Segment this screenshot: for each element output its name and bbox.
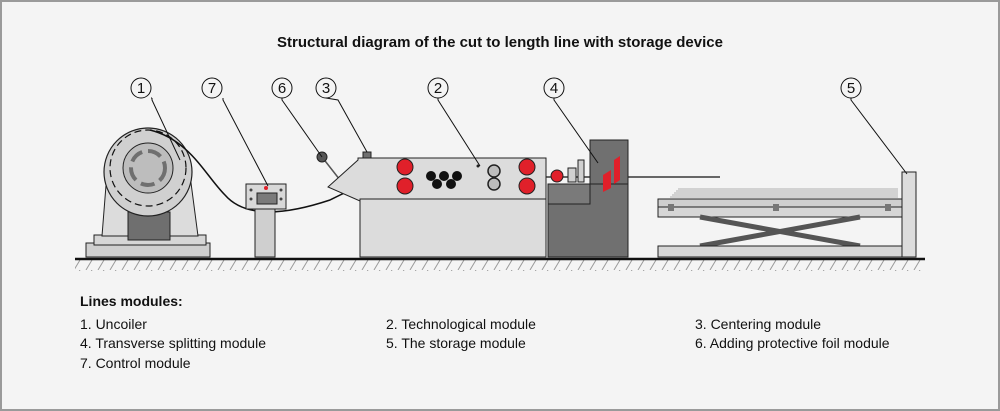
callout-6: 6 [271, 77, 293, 99]
callout-4: 4 [543, 77, 565, 99]
svg-text:1: 1 [137, 80, 145, 97]
legend-heading: Lines modules: [80, 293, 183, 309]
callout-5: 5 [840, 77, 862, 99]
legend-item-control: 7. Control module [80, 355, 191, 371]
legend-item-transverse-splitting: 4. Transverse splitting module [80, 335, 266, 351]
svg-text:2: 2 [434, 80, 442, 97]
control-module [245, 183, 287, 258]
callout-2: 2 [427, 77, 449, 99]
legend-item-centering: 3. Centering module [695, 316, 822, 332]
storage-module [657, 171, 917, 258]
svg-text:6: 6 [278, 80, 286, 97]
svg-text:5: 5 [847, 80, 855, 97]
callout-7: 7 [201, 77, 223, 99]
legend-item-storage: 5. The storage module [386, 335, 526, 351]
legend-item-protective-foil: 6. Adding protective foil module [695, 335, 890, 351]
transverse-splitting-module [547, 139, 629, 258]
svg-text:4: 4 [550, 80, 558, 97]
legend-item-technological: 2. Technological module [386, 316, 536, 332]
diagram-title: Structural diagram of the cut to length … [277, 34, 723, 51]
technological-module [327, 157, 547, 258]
svg-text:7: 7 [208, 80, 216, 97]
floor [75, 257, 925, 271]
callout-1: 1 [130, 77, 152, 99]
callout-3: 3 [315, 77, 337, 99]
callout-leaders [151, 97, 908, 187]
protective-foil-module [316, 151, 341, 181]
uncoiler-machine [85, 127, 211, 258]
legend-item-uncoiler: 1. Uncoiler [80, 316, 147, 332]
svg-text:3: 3 [322, 80, 330, 97]
